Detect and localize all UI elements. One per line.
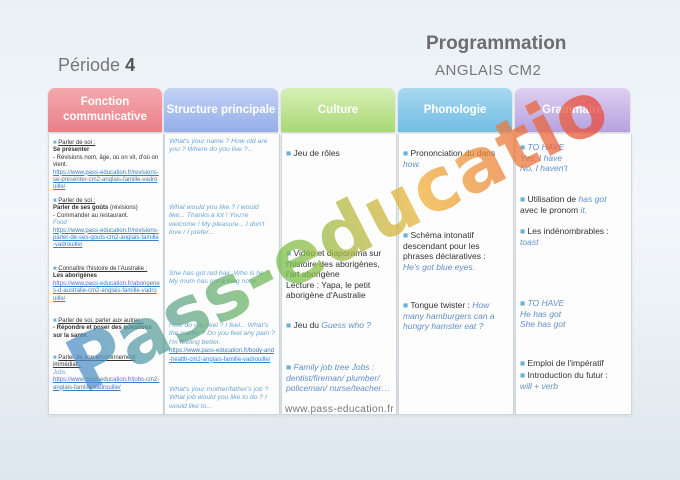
structure-item-3: She has got red hair. Who is he ? My mum…	[169, 270, 270, 286]
grammaire-item-4: ■ TO HAVE He has got She has got	[520, 298, 566, 329]
phonologie-item-3: ■ Tongue twister : How many hamburgers c…	[403, 300, 495, 331]
link-body-health[interactable]: https://www.pass-education.fr/body-and-h…	[169, 348, 275, 363]
footer-url[interactable]: www.pass-education.fr	[285, 404, 395, 415]
structure-item-4: How do you feel ? I feel... What's the m…	[169, 322, 275, 363]
structure-item-1: What's your name ? How old are you ? Whe…	[169, 138, 268, 154]
header-phonologie: Phonologie	[398, 88, 512, 132]
link-se-presenter[interactable]: https://www.pass-education.fr/revisions-…	[53, 169, 159, 191]
column-phonologie: ■ Prononciation du dans how. ■ Schéma in…	[398, 134, 514, 415]
culture-item-3: ■ Jeu du Guess who ?	[286, 320, 372, 330]
grammaire-item-3: ■ Les indénombrables : toast	[520, 226, 609, 247]
grammaire-item-2: ■ Utilisation de has got avec le pronom …	[520, 194, 607, 215]
fonction-item-4: ■ Parler de soi, parler aux autres : - R…	[53, 318, 152, 339]
column-culture: ■ Jeu de rôles ■ Vidéo et diaporama sur …	[281, 134, 397, 415]
header-culture: Culture	[281, 88, 395, 132]
culture-item-4: ■ Family job tree Jobs : dentist/fireman…	[286, 362, 390, 393]
structure-item-2: What would you like ? I would like... Th…	[169, 204, 265, 237]
grammaire-item-5: ■ Emploi de l'impératif	[520, 358, 604, 368]
page-title: Programmation	[426, 33, 567, 54]
culture-item-2: ■ Vidéo et diaporama sur l'histoire des …	[286, 248, 382, 300]
column-grammaire: ■ TO HAVE Yes, I have No, I haven't ■ Ut…	[515, 134, 632, 415]
grammaire-item-1: ■ TO HAVE Yes, I have No, I haven't	[520, 142, 568, 173]
header-grammaire: Grammaire	[515, 88, 630, 132]
column-structure: What's your name ? How old are you ? Whe…	[164, 134, 280, 415]
header-fonction: Fonction communicative	[48, 88, 162, 132]
fonction-item-5: ■ Parler de son environnement immédiat :…	[53, 355, 160, 391]
column-fonction: ■ Parler de soi : Se présenter - Révisio…	[48, 134, 164, 415]
link-jobs[interactable]: https://www.pass-education.fr/jobs-cm2-a…	[53, 377, 160, 391]
page-subtitle: ANGLAIS CM2	[435, 62, 542, 79]
grammaire-item-6: ■ Introduction du futur : will + verb	[520, 370, 608, 391]
periode-label: Période 4	[58, 55, 136, 75]
fonction-item-3: ■ Connaître l'histoire de l'Australie : …	[53, 266, 160, 302]
structure-item-5: What's your mother/father's job ? What j…	[169, 386, 269, 410]
fonction-item-2: ■ Parler de soi : Parler de ses goûts (r…	[53, 198, 159, 249]
phonologie-item-2: ■ Schéma intonatif descendant pour les p…	[403, 230, 486, 272]
culture-item-1: ■ Jeu de rôles	[286, 148, 340, 158]
link-parler-gouts[interactable]: https://www.pass-education.fr/revisions-…	[53, 227, 159, 249]
fonction-item-1: ■ Parler de soi : Se présenter - Révisio…	[53, 140, 159, 191]
phonologie-item-1: ■ Prononciation du dans how.	[403, 148, 496, 169]
link-aborigenes[interactable]: https://www.pass-education.fr/aborigenes…	[53, 280, 160, 302]
header-structure: Structure principale	[164, 88, 278, 132]
